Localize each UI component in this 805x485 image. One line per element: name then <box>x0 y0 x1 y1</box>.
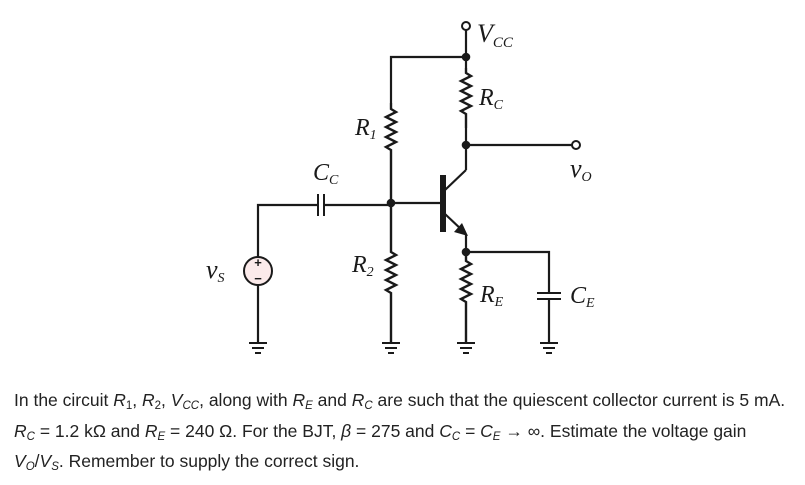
rc-resistor <box>458 68 474 128</box>
vcc-terminal <box>461 21 471 57</box>
top-rail-wire <box>389 52 471 103</box>
output-terminal <box>571 140 581 150</box>
problem-statement: In the circuit R1, R2, VCC, along with R… <box>14 390 786 473</box>
svg-text:+: + <box>254 255 262 270</box>
base-node <box>386 198 440 208</box>
rc-label: RC <box>478 85 504 113</box>
collector-node <box>461 128 572 170</box>
ground-symbol-re <box>457 342 475 354</box>
voltage-source: + − <box>243 255 273 343</box>
r2-label: R2 <box>351 252 374 280</box>
vo-label: vO <box>570 154 592 185</box>
vs-label: vS <box>206 255 225 286</box>
cc-label: CC <box>313 160 339 188</box>
ground-symbol-ce <box>540 342 558 354</box>
vcc-label: VCC <box>477 19 514 51</box>
circuit-diagram: VCC RC vO R1 <box>206 19 595 354</box>
svg-text:−: − <box>254 271 262 286</box>
cc-capacitor <box>256 194 391 257</box>
re-resistor <box>458 252 474 343</box>
ce-label: CE <box>570 283 595 311</box>
ce-capacitor <box>537 270 561 343</box>
re-label: RE <box>479 282 504 310</box>
emitter-node <box>461 234 551 270</box>
r2-resistor <box>383 203 399 343</box>
r1-label: R1 <box>354 115 377 143</box>
r1-resistor <box>383 103 399 203</box>
npn-transistor <box>440 169 468 236</box>
ground-symbol-r2 <box>382 342 400 354</box>
ground-symbol-source <box>249 342 267 354</box>
